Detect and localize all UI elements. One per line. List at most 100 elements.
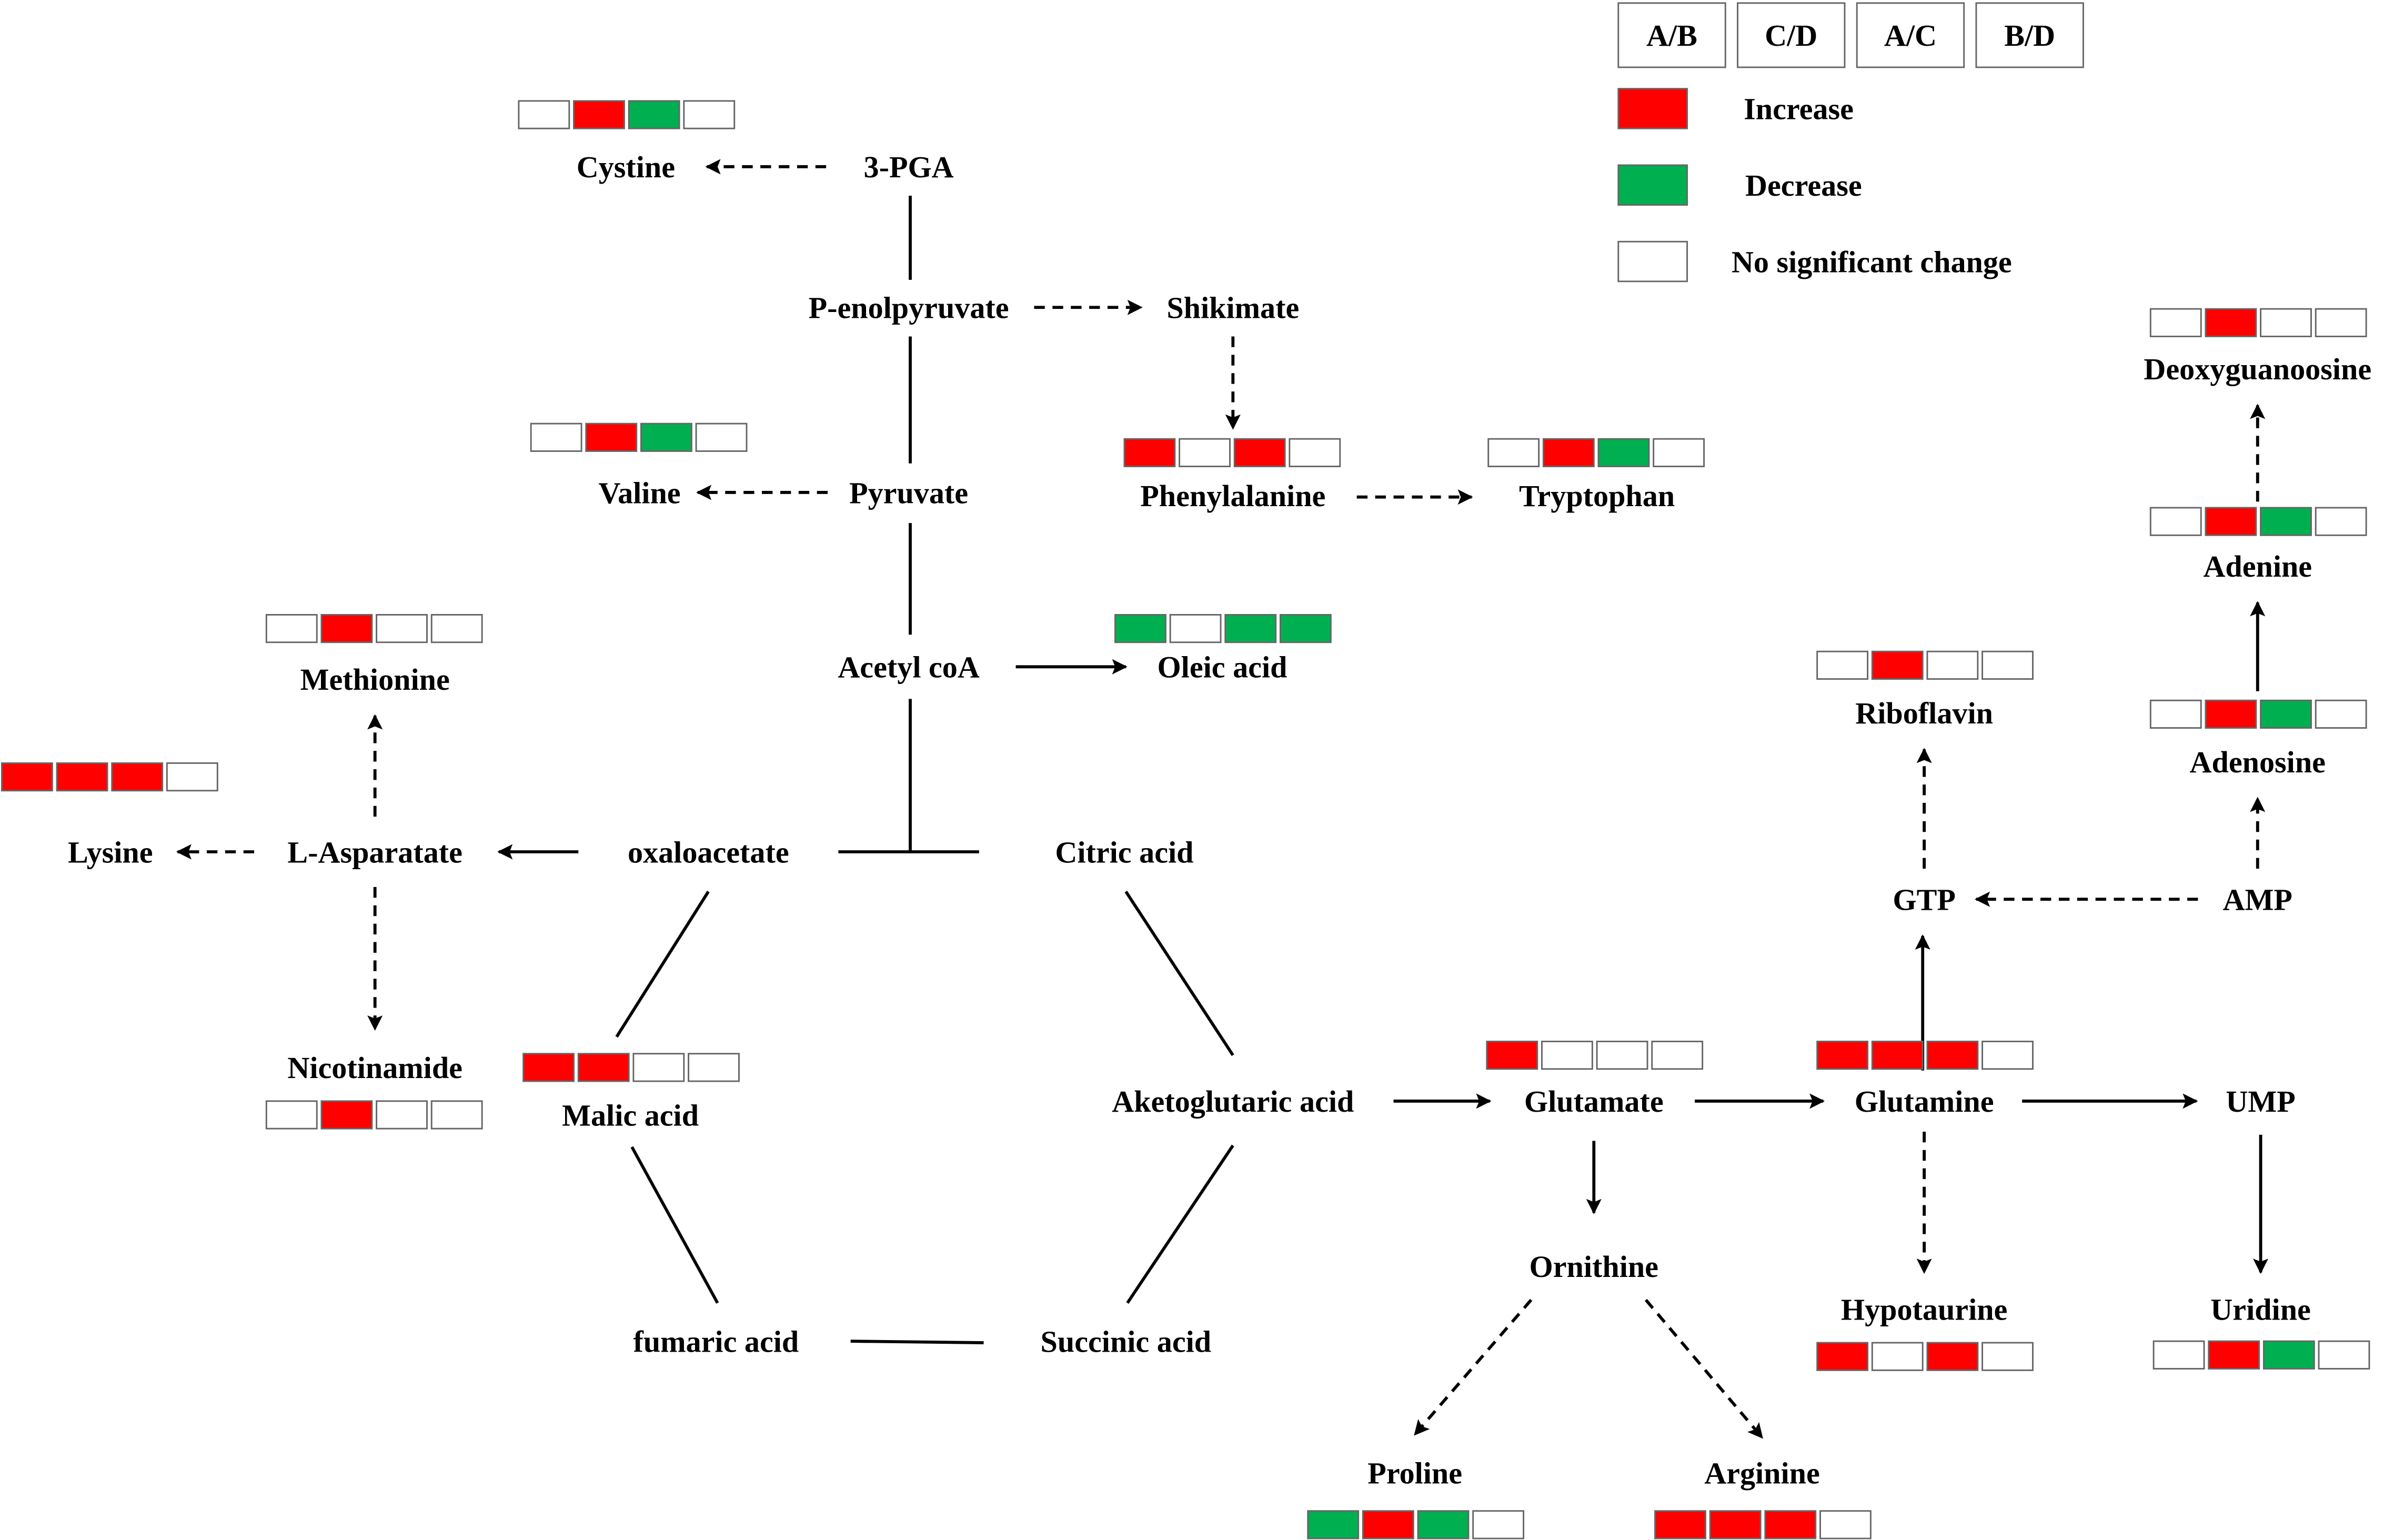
change-box-a-c-decrease [628,100,680,129]
change-box-a-c-none [1596,1040,1648,1070]
change-box-b-d-none [683,100,736,129]
legend-swatch-none [1617,240,1688,283]
node-label: Acetyl coA [838,650,980,685]
node-label: Pyruvate [849,476,968,510]
legend-comparison-label: A/C [1884,18,1937,53]
legend-comparison-box [1975,2,2084,68]
change-box-c-d-increase [1871,650,1924,680]
node-label: Tryptophan [1519,479,1675,513]
pathway-edges [176,159,2269,1439]
indirect-reaction-arrow [1413,1299,1533,1436]
change-box-a-b-none [1816,650,1869,680]
node-label: oxaloacetate [628,835,789,869]
node-malic: Malic acid [522,1053,740,1132]
change-box-a-b-increase [522,1053,575,1082]
node-nicotinamide: Nicotinamide [265,1051,483,1130]
change-box-a-c-increase [1233,438,1286,467]
node-arginine: Arginine [1654,1456,1872,1539]
node-methionine: Methionine [265,614,483,697]
node-fumaric: fumaric acid [633,1324,799,1358]
node-adenine: Adenine [2149,507,2367,583]
change-box-b-d-none [1651,1040,1704,1070]
change-box-a-c-decrease [1597,438,1650,467]
change-box-b-d-none [695,422,748,452]
node-uridine: Uridine [2152,1292,2370,1370]
node-label: Deoxyguanoosine [2144,352,2371,386]
change-box-b-d-none [2318,1340,2370,1370]
node-label: Aketoglutaric acid [1112,1084,1354,1119]
node-label: L-Asparatate [287,835,462,869]
node-oleic: Oleic acid [1114,614,1332,685]
node-label: Hypotaurine [1841,1292,2007,1326]
change-box-c-d-increase [1871,1040,1924,1070]
change-box-b-d-decrease [1279,614,1332,643]
change-box-a-b-decrease [1114,614,1166,643]
node-label: Nicotinamide [287,1051,462,1085]
change-box-c-d-increase [573,100,625,129]
legend-comparison-label: B/D [2004,18,2055,53]
change-box-a-b-increase [1,762,53,792]
node-label: Oleic acid [1157,650,1287,685]
change-box-c-d-increase [577,1053,630,1082]
change-box-a-b-none [265,1100,318,1130]
change-box-a-b-none [2149,699,2202,729]
change-box-a-c-none [376,614,428,643]
change-box-b-d-none [2315,308,2367,337]
legend-swatch-increase [1617,88,1688,129]
legend-comparison-box [1737,2,1846,68]
node-shikimate: Shikimate [1166,291,1299,325]
node-label: Arginine [1704,1456,1820,1490]
node-gtp: GTP [1893,882,1956,917]
change-box-a-b-increase [1654,1510,1706,1539]
indirect-reaction-arrow [1644,1299,1764,1439]
node-hypotaurine: Hypotaurine [1816,1292,2034,1371]
node-valine: Valine [530,422,748,510]
change-box-b-d-none [688,1053,740,1082]
legend-label-none: No significant change [1732,245,2012,279]
change-box-b-d-none [1653,438,1705,467]
change-box-a-c-decrease [1417,1510,1470,1539]
change-box-a-b-none [265,614,318,643]
node-label: Methionine [300,662,450,697]
change-box-a-c-increase [1764,1510,1817,1539]
change-box-a-b-none [1487,438,1540,467]
change-box-a-b-none [2149,507,2202,536]
node-label: Succinic acid [1041,1324,1212,1358]
change-box-c-d-increase [2205,308,2257,337]
node-pga: 3-PGA [864,150,954,184]
legend-comparison-box [1856,2,1965,68]
node-asparatate: L-Asparatate [287,835,462,869]
change-box-c-d-increase [2208,1340,2260,1370]
change-box-c-d-increase [2205,699,2257,729]
node-label: 3-PGA [864,150,954,184]
change-box-c-d-increase [320,614,373,643]
node-label: AMP [2223,882,2292,917]
legend-comparison-label: A/B [1646,18,1697,53]
node-succinic: Succinic acid [1041,1324,1212,1358]
node-lysine: Lysine [1,762,218,869]
change-box-c-d-increase [1542,438,1595,467]
node-glutamine: Glutamine [1816,1040,2034,1119]
node-adenosine: Adenosine [2149,699,2367,779]
change-box-a-c-none [376,1100,428,1130]
change-box-c-d-none [1169,614,1222,643]
change-box-c-d-increase [1709,1510,1762,1539]
node-label: Adenosine [2190,745,2326,779]
node-label: Adenine [2203,549,2312,583]
change-box-b-d-none [1472,1510,1525,1539]
node-label: Lysine [68,835,153,869]
node-pyruvate: Pyruvate [849,476,968,510]
change-box-c-d-none [1871,1342,1924,1371]
change-box-c-d-none [1541,1040,1593,1070]
change-box-a-b-increase [1123,438,1176,467]
node-oxaloacetate: oxaloacetate [628,835,789,869]
change-box-a-b-none [2149,308,2202,337]
change-box-a-c-increase [1926,1342,1979,1371]
change-box-c-d-increase [1362,1510,1414,1539]
pathway-connector [850,1340,984,1344]
node-riboflavin: Riboflavin [1816,650,2034,730]
change-box-a-c-none [2260,308,2312,337]
node-acetyl: Acetyl coA [838,650,980,685]
